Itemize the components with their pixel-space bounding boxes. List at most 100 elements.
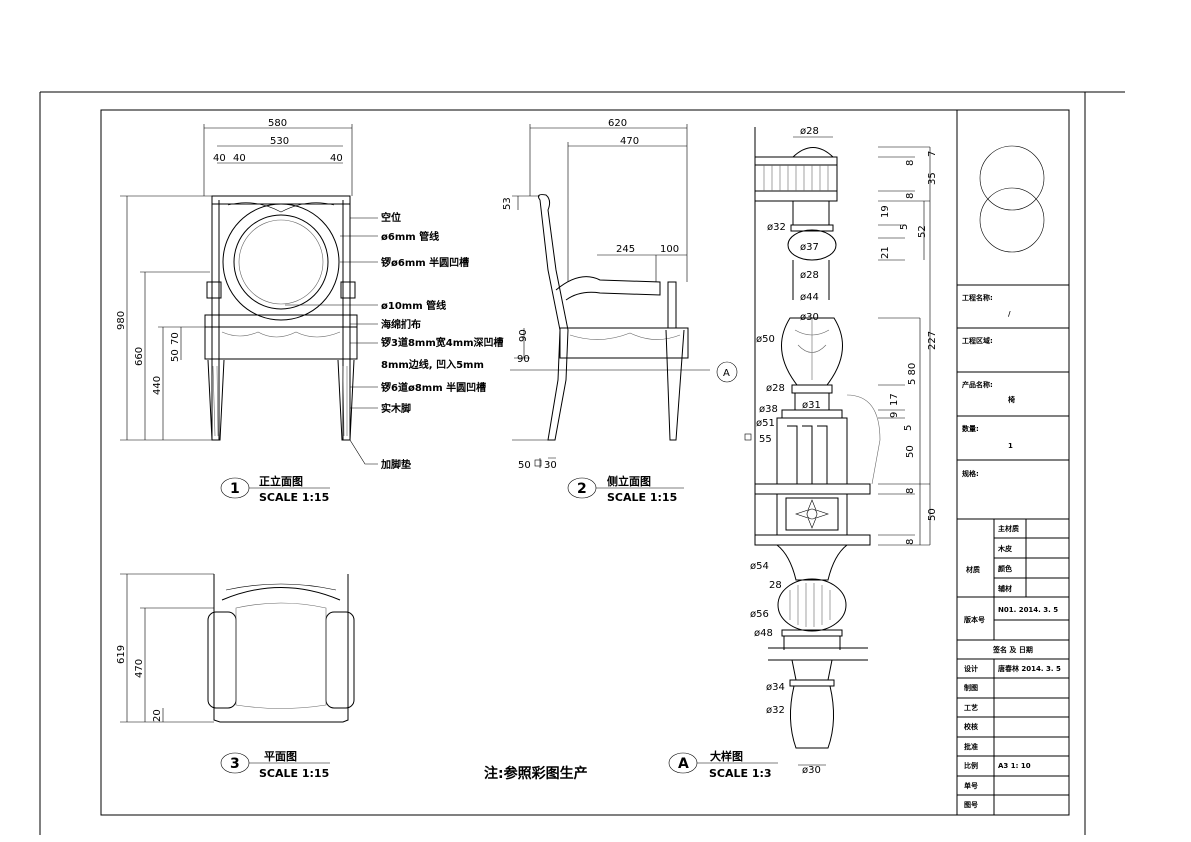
dim-diameter: ø31 xyxy=(802,400,821,411)
dim: 8 xyxy=(905,193,916,199)
dim-diameter: ø32 xyxy=(767,222,786,233)
view-number: A xyxy=(678,756,689,772)
dim: 245 xyxy=(616,244,635,255)
dim: 50 xyxy=(927,508,938,521)
note-empty-space: 空位 xyxy=(381,211,401,224)
side-elevation: A 620 470 53 245 100 90 90 50 30 2 侧立面图 … xyxy=(502,118,738,504)
view-scale: SCALE 1:15 xyxy=(607,491,677,504)
production-note: 注:参照彩图生产 xyxy=(484,765,588,782)
spec-label: 规格: xyxy=(962,469,979,478)
note-3-grooves: 锣3道8mm宽4mm深凹槽 xyxy=(381,336,504,349)
row-label: 比例 xyxy=(964,761,978,770)
dim-width: 580 xyxy=(268,118,287,129)
dim: 8 xyxy=(905,488,916,494)
row-label: 制图 xyxy=(964,683,978,692)
dim-diameter: ø32 xyxy=(766,705,785,716)
dim-inner-width: 530 xyxy=(270,136,289,147)
dim: 19 xyxy=(880,205,891,218)
row-label: 批准 xyxy=(964,742,978,751)
view-title: 侧立面图 xyxy=(607,474,651,488)
row-label: 校核 xyxy=(964,722,978,731)
dim-diameter: ø50 xyxy=(756,334,775,345)
dim-diameter: ø30 xyxy=(802,765,821,776)
note-sponge: 海绵扪布 xyxy=(381,318,421,331)
row-label: 单号 xyxy=(964,781,978,790)
dim: 50 xyxy=(518,460,531,471)
row-label: 工艺 xyxy=(964,703,978,712)
dim-diameter: ø51 xyxy=(756,418,775,429)
dim: 28 xyxy=(769,580,782,591)
view-number: 2 xyxy=(577,481,587,497)
dim-square: 55 xyxy=(759,434,772,445)
view-scale: SCALE 1:15 xyxy=(259,767,329,780)
dim: 8 xyxy=(905,160,916,166)
note-8mm-edge: 8mm边线, 凹入5mm xyxy=(381,358,484,371)
view-scale: SCALE 1:3 xyxy=(709,767,772,780)
dim: 90 xyxy=(517,354,530,365)
view-label-detail: A 大样图 SCALE 1:3 xyxy=(668,749,778,780)
logo-circle-icon xyxy=(979,187,1045,253)
view-title: 大样图 xyxy=(710,749,743,763)
material-main: 主材质 xyxy=(998,524,1019,533)
view-title: 正立面图 xyxy=(259,474,303,488)
dim: 30 xyxy=(544,460,557,471)
note-6mm-pipe: ø6mm 管线 xyxy=(381,230,439,243)
version-label: 版本号 xyxy=(964,615,985,624)
note-6-grooves: 锣6道ø8mm 半圆凹槽 xyxy=(381,381,486,394)
row-label: 设计 xyxy=(964,664,978,673)
material-aux: 辅材 xyxy=(998,584,1012,593)
plan-view: 619 470 20 3 平面图 SCALE 1:15 xyxy=(116,573,355,780)
material-veneer: 木皮 xyxy=(997,544,1012,553)
dim: 100 xyxy=(660,244,679,255)
dim-diameter: ø34 xyxy=(766,682,785,693)
sign-rows: 设计 唐春林 2014. 3. 5 制图 工艺 校核 批准 比例 A3 1: 1… xyxy=(964,664,1061,809)
dim: 53 xyxy=(502,197,513,210)
dim: 50 xyxy=(905,445,916,458)
title-block: 工程名称: / 工程区域: 产品名称: 椅 数量: 1 规格: 材质 主材质 木… xyxy=(957,145,1069,815)
detail-callout-a-marker xyxy=(716,361,738,383)
dim: 40 xyxy=(330,153,343,164)
dim: 5 80 xyxy=(907,363,918,385)
dim: 50 xyxy=(170,349,181,362)
note-solid-leg: 实木脚 xyxy=(381,402,411,415)
row-value: 唐春林 2014. 3. 5 xyxy=(998,664,1061,673)
dim-diameter: ø56 xyxy=(750,609,769,620)
dim-diameter: ø30 xyxy=(800,312,819,323)
dim: 90 xyxy=(518,329,529,342)
dim: 40 xyxy=(233,153,246,164)
dim-diameter: ø48 xyxy=(754,628,773,639)
dim-diameter: ø37 xyxy=(800,242,819,253)
material-color: 颜色 xyxy=(998,564,1012,573)
view-number: 1 xyxy=(230,481,240,497)
quantity-value: 1 xyxy=(1008,442,1013,450)
dim: 40 xyxy=(213,153,226,164)
sign-header: 签名 及 日期 xyxy=(992,645,1033,654)
dim: 660 xyxy=(134,347,145,366)
dim-diameter: ø44 xyxy=(800,292,819,303)
dim: 9 xyxy=(889,412,900,418)
note-6mm-groove: 锣ø6mm 半圆凹槽 xyxy=(381,256,469,269)
dim: 35 xyxy=(927,172,938,185)
dim-diameter: ø38 xyxy=(759,404,778,415)
front-elevation: 580 530 40 40 40 980 660 440 70 50 空位 ø6… xyxy=(116,118,504,504)
product-name-label: 产品名称: xyxy=(962,380,993,389)
dim: 8 xyxy=(905,539,916,545)
dim: 620 xyxy=(608,118,627,129)
detail-a-column: ø28 ø32 ø37 ø28 ø44 ø30 ø50 ø28 ø38 ø31 … xyxy=(668,126,938,780)
dim: 5 xyxy=(903,425,914,431)
dim-diameter: ø28 xyxy=(800,126,819,137)
detail-callout-label: A xyxy=(723,368,730,379)
view-label-plan: 3 平面图 SCALE 1:15 xyxy=(220,750,330,780)
row-value: A3 1: 10 xyxy=(998,762,1031,770)
dim: 470 xyxy=(134,659,145,678)
dim: 21 xyxy=(880,246,891,259)
dim: 52 xyxy=(917,225,928,238)
view-label-side: 2 侧立面图 SCALE 1:15 xyxy=(567,474,684,504)
note-foot-pad: 加脚垫 xyxy=(380,458,411,471)
project-name-label: 工程名称: xyxy=(962,293,993,302)
view-label-front: 1 正立面图 SCALE 1:15 xyxy=(220,474,330,504)
dim: 7 xyxy=(927,151,938,157)
dim-diameter: ø28 xyxy=(800,270,819,281)
